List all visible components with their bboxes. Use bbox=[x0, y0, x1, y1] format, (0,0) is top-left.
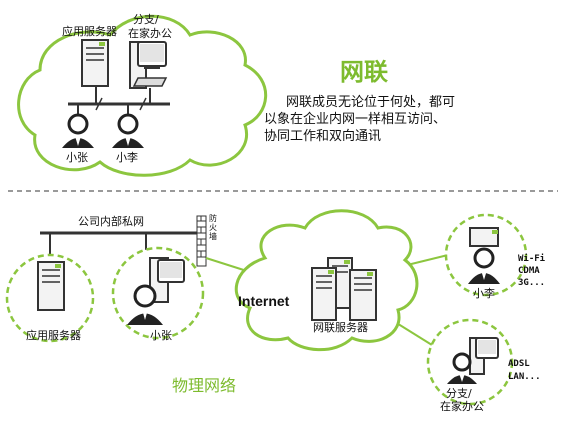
cloud-server-icon bbox=[311, 257, 377, 321]
lan-label: 公司内部私网 bbox=[78, 215, 144, 228]
top-branch-computer-icon bbox=[129, 41, 168, 89]
remote-branch-label-line2: 在家办公 bbox=[440, 400, 484, 413]
wifi-label-2: CDMA bbox=[518, 266, 540, 276]
top-user-zhang-icon bbox=[62, 113, 94, 148]
adsl-label-1: ADSL bbox=[508, 359, 530, 369]
firewall-label: 防火墙 bbox=[209, 214, 217, 241]
remote-user-li-icon bbox=[468, 227, 500, 284]
physical-network-caption: 物理网络 bbox=[172, 376, 237, 395]
top-user-li-label: 小李 bbox=[116, 151, 138, 164]
desc-line-3: 协同工作和双向通讯 bbox=[264, 129, 382, 144]
user-zhang-label: 小张 bbox=[150, 329, 172, 342]
remote-branch-icon bbox=[447, 337, 499, 384]
adsl-label-2: LAN... bbox=[508, 372, 541, 382]
firewall-icon bbox=[196, 215, 207, 267]
app-server-icon bbox=[37, 261, 65, 311]
top-description: 网联成员无论位于何处，都可 以象在企业内网一样相互访问、 协同工作和双向通讯 bbox=[264, 94, 455, 145]
top-branch-label-line1: 分支/ bbox=[133, 13, 159, 26]
cloud-server-label: 网联服务器 bbox=[313, 321, 368, 334]
top-app-server-icon bbox=[81, 39, 109, 87]
top-user-li-icon bbox=[112, 113, 144, 148]
top-user-zhang-label: 小张 bbox=[66, 151, 88, 164]
desc-line-2: 以象在企业内网一样相互访问、 bbox=[264, 112, 447, 127]
wifi-label-3: 3G... bbox=[518, 278, 546, 288]
top-cloud bbox=[17, 14, 268, 177]
top-title: 网联 bbox=[340, 57, 388, 86]
user-zhang-icon bbox=[127, 257, 185, 325]
remote-branch-label-line1: 分支/ bbox=[446, 387, 472, 400]
remote-user-li-label: 小李 bbox=[473, 287, 495, 300]
top-app-server-label: 应用服务器 bbox=[62, 25, 117, 38]
desc-line-1: 网联成员无论位于何处，都可 bbox=[286, 95, 456, 110]
link-firewall-cloud bbox=[205, 257, 251, 273]
top-branch-label-line2: 在家办公 bbox=[128, 27, 172, 40]
top-network-line bbox=[68, 86, 170, 116]
internet-label: Internet bbox=[238, 293, 290, 309]
wifi-label-1: Wi-Fi bbox=[518, 254, 546, 264]
app-server-label: 应用服务器 bbox=[26, 329, 81, 342]
